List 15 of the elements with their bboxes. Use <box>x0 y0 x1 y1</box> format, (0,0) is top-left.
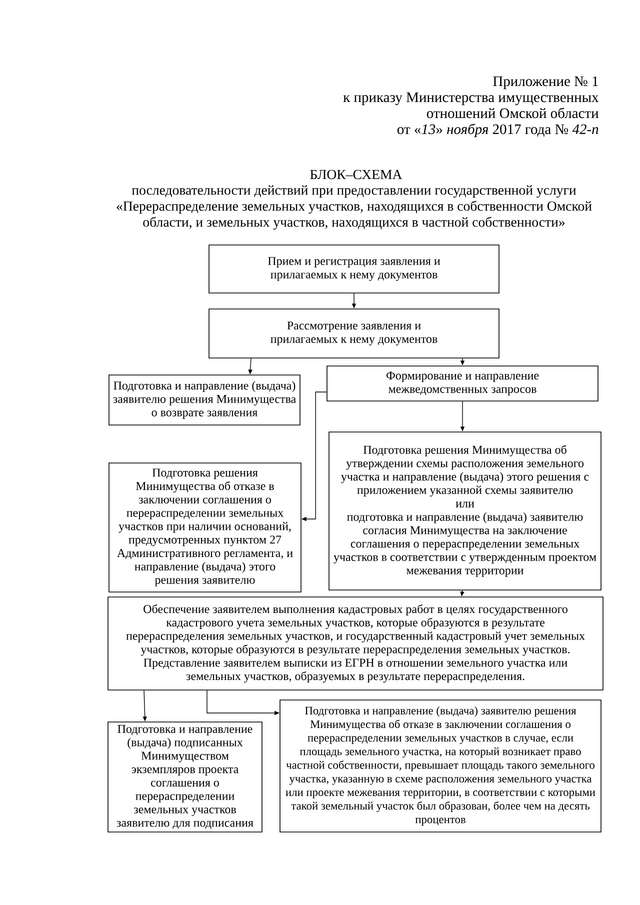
process-box: Подготовка и направление (выдача) заявителю решения Минимущества об отказе в заключении соглашения о перераспределении земельных участков в случае, если площадь земельного участка, на который возникает право частной собственности, превышает площадь такого земельного участка, указанную в схеме расположения земельного участка или проекте межевания территории, в соответствии с которыми такой земельный участок был образован, более чем на десять процентов <box>280 700 602 832</box>
header-text: от «13» ноября 2017 года № 42-п <box>397 124 598 138</box>
process-box: Рассмотрение заявления и прилагаемых к нему документов <box>208 308 500 358</box>
process-box: Подготовка решения Минимущества об отказе в заключении соглашения о перераспределении земельных участков при наличии оснований, предусмотренных пунктом 27 Административного регламента, и направление (выдача) этого решения заявителю <box>108 462 302 592</box>
process-box: Подготовка решения Минимущества об утверждении схемы расположения земельного участка и направление (выдача) этого решения с приложением указанной схемы заявителю или подготовка и направление (выдача) заявителю согласия Минимущества на заключение соглашения о перераспределении земельных участков в соответствии с утвержденным проектом межевания территории <box>328 432 602 590</box>
process-box: Подготовка и направление (выдача) подписанных Минимуществом экземпляров проекта соглашения о перераспределении земельных участков заявителю для подписания <box>108 722 262 832</box>
process-box: Обеспечение заявителем выполнения кадастровых работ в целях государственного кадастрового учета земельных участков, которые образуются в результате перераспределения земельных участков, и государственный кадастровый учет земельных участков, которые образуются в результате перераспределения земельных участков. Представление заявителем выписки из ЕГРН в отношении земельного участка или земельных участков, образуемых в результате перераспределения. <box>108 596 604 690</box>
process-box: Прием и регистрация заявления и прилагаемых к нему документов <box>208 244 500 294</box>
header-text: к приказу Министерства имущественных <box>343 92 599 106</box>
header-text: отношений Омской области <box>426 108 598 118</box>
process-box: Формирование и направление межведомственных запросов <box>326 366 598 402</box>
title: БЛОК–СХЕМА <box>310 170 402 180</box>
process-box: Подготовка и направление (выдача) заявителю решения Минимущества о возврате заявления <box>108 374 300 426</box>
header-text: Приложение № 1 <box>493 76 598 90</box>
subtitle-text: последовательности действий при предоставлении государственной услуги «Перераспределение земельных участков, находящихся в собственности Омской области, и земельных участков, находящихся в частной собственности» <box>116 185 592 230</box>
